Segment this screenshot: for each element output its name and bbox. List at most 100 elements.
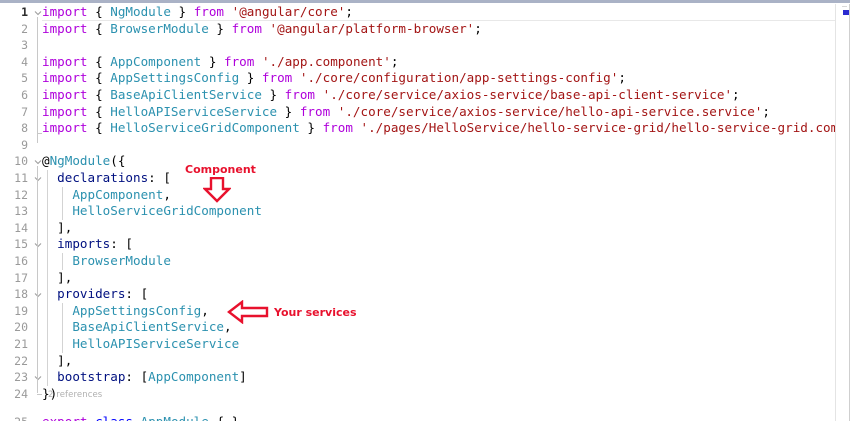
code-token-str: './core/service/axios-service/hello-api-…	[337, 103, 763, 119]
line-number: 4	[21, 54, 28, 69]
code-line[interactable]: BaseApiClientService,	[42, 319, 846, 336]
code-line[interactable]: declarations: [	[42, 170, 846, 187]
line-number: 10	[14, 154, 28, 169]
fold-chevron-line-18[interactable]	[34, 291, 42, 299]
line-number: 11	[14, 171, 28, 185]
code-line[interactable]: ],	[42, 220, 846, 237]
code-token-kw: from	[193, 4, 225, 19]
line-number: 5	[21, 71, 28, 86]
code-line[interactable]: })	[42, 386, 846, 403]
code-token-plain: ;	[762, 103, 770, 119]
code-token-plain: ({	[110, 153, 126, 169]
code-token-plain: { }	[209, 414, 239, 421]
line-number: 6	[21, 88, 28, 102]
code-token-plain: ],	[42, 269, 73, 285]
line-number: 21	[14, 337, 28, 351]
code-token-kw: export	[42, 414, 88, 421]
code-token-plain: {	[95, 20, 111, 36]
code-token-plain: ]	[239, 369, 247, 385]
code-line[interactable]: import { HelloAPIServiceService } from '…	[42, 104, 846, 121]
fold-chevron-line-11[interactable]	[34, 175, 42, 183]
code-token-plain	[88, 21, 96, 36]
code-token-plain	[330, 104, 338, 119]
line-number: 19	[14, 303, 28, 318]
code-line[interactable]: AppSettingsConfig,	[42, 303, 846, 320]
editor-top-bar	[0, 0, 850, 3]
code-token-kw: import	[42, 120, 88, 136]
code-token-blue: class	[95, 414, 133, 421]
code-line[interactable]: imports: [	[42, 236, 846, 253]
code-line[interactable]: HelloServiceGridComponent	[42, 203, 846, 220]
code-token-plain	[88, 70, 96, 85]
code-token-type: BrowserModule	[110, 20, 209, 36]
code-token-plain	[133, 414, 141, 421]
fold-chevron-line-23[interactable]	[34, 374, 42, 382]
code-token-type: AppComponent	[72, 186, 164, 202]
code-token-plain	[42, 369, 57, 384]
code-line[interactable]: import { BaseApiClientService } from './…	[42, 87, 846, 104]
line-number: 14	[14, 220, 28, 235]
code-line[interactable]	[42, 137, 846, 154]
vertical-scrollbar[interactable]	[835, 4, 850, 421]
code-line[interactable]: HelloAPIServiceService	[42, 336, 846, 353]
codelens-references[interactable]: 2 references	[48, 390, 103, 400]
code-token-plain: }	[170, 4, 194, 19]
code-line[interactable]: AppComponent,	[42, 187, 846, 204]
code-token-kw: from	[231, 20, 262, 36]
code-line[interactable]: import { AppSettingsConfig } from './cor…	[42, 70, 846, 87]
code-line[interactable]: ],	[42, 353, 846, 370]
code-line[interactable]	[42, 37, 846, 54]
code-token-str: './app.component'	[261, 53, 391, 69]
code-token-plain: {	[95, 103, 111, 119]
code-line[interactable]: import { NgModule } from '@angular/core'…	[42, 4, 846, 21]
code-token-plain: {	[95, 4, 111, 19]
code-line[interactable]: ],	[42, 270, 846, 287]
code-token-plain	[42, 170, 57, 185]
code-token-plain	[254, 54, 262, 69]
code-token-kw: import	[42, 20, 88, 36]
code-token-plain	[224, 4, 232, 19]
code-token-plain	[353, 120, 361, 135]
code-folding-gutter[interactable]	[32, 4, 42, 421]
code-line[interactable]: import { HelloServiceGridComponent } fro…	[42, 120, 846, 137]
fold-chevron-line-10[interactable]	[34, 158, 42, 166]
line-number: 17	[14, 270, 28, 285]
code-line[interactable]: export class AppModule { }	[42, 414, 846, 421]
code-content[interactable]: import { NgModule } from '@angular/core'…	[42, 4, 846, 421]
line-number: 16	[14, 254, 28, 268]
line-number-gutter: 1234567891011121314151617181920212223242…	[0, 4, 32, 421]
line-number: 7	[21, 104, 28, 119]
code-token-type: AppSettingsConfig	[72, 302, 202, 318]
code-line[interactable]: providers: [	[42, 286, 846, 303]
code-token-type: BaseApiClientService	[72, 319, 224, 335]
code-token-plain: }	[299, 120, 323, 136]
indent-guide-level-1	[46, 170, 48, 386]
annotation-label-component: Component	[185, 163, 256, 176]
code-token-type: AppComponent	[110, 53, 202, 69]
code-token-plain	[88, 104, 96, 119]
fold-chevron-line-1[interactable]	[34, 9, 42, 17]
code-token-plain: ;	[474, 20, 482, 36]
code-token-plain	[315, 87, 323, 102]
code-token-plain: : [	[110, 236, 133, 252]
fold-region-end-imports	[37, 133, 42, 135]
code-token-plain: }	[261, 87, 285, 102]
scrollbar-tick	[842, 6, 847, 7]
code-token-plain: }	[208, 20, 232, 36]
code-token-kw: from	[261, 70, 293, 86]
code-line[interactable]: BrowserModule	[42, 253, 846, 270]
code-token-plain	[88, 87, 96, 102]
code-token-plain	[88, 120, 96, 135]
code-line[interactable]: import { BrowserModule } from '@angular/…	[42, 21, 846, 38]
code-token-plain: ,	[163, 186, 171, 202]
line-number: 3	[21, 38, 28, 53]
line-number: 9	[21, 137, 28, 152]
annotation-arrow-left-icon	[227, 299, 269, 328]
code-line[interactable]: bootstrap: [AppComponent]	[42, 369, 846, 386]
code-line[interactable]: @NgModule({	[42, 153, 846, 170]
code-token-type: AppComponent	[148, 369, 240, 385]
fold-chevron-line-15[interactable]	[34, 241, 42, 249]
code-token-plain	[42, 236, 57, 251]
code-line[interactable]: import { AppComponent } from './app.comp…	[42, 54, 846, 71]
